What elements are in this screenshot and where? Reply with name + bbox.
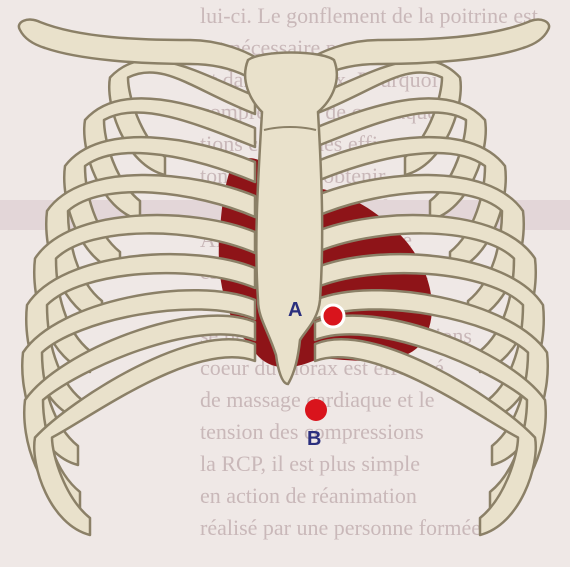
marker-a: [322, 305, 344, 327]
label-a: A: [288, 299, 302, 322]
marker-b: [305, 399, 327, 421]
label-b: B: [307, 428, 321, 451]
